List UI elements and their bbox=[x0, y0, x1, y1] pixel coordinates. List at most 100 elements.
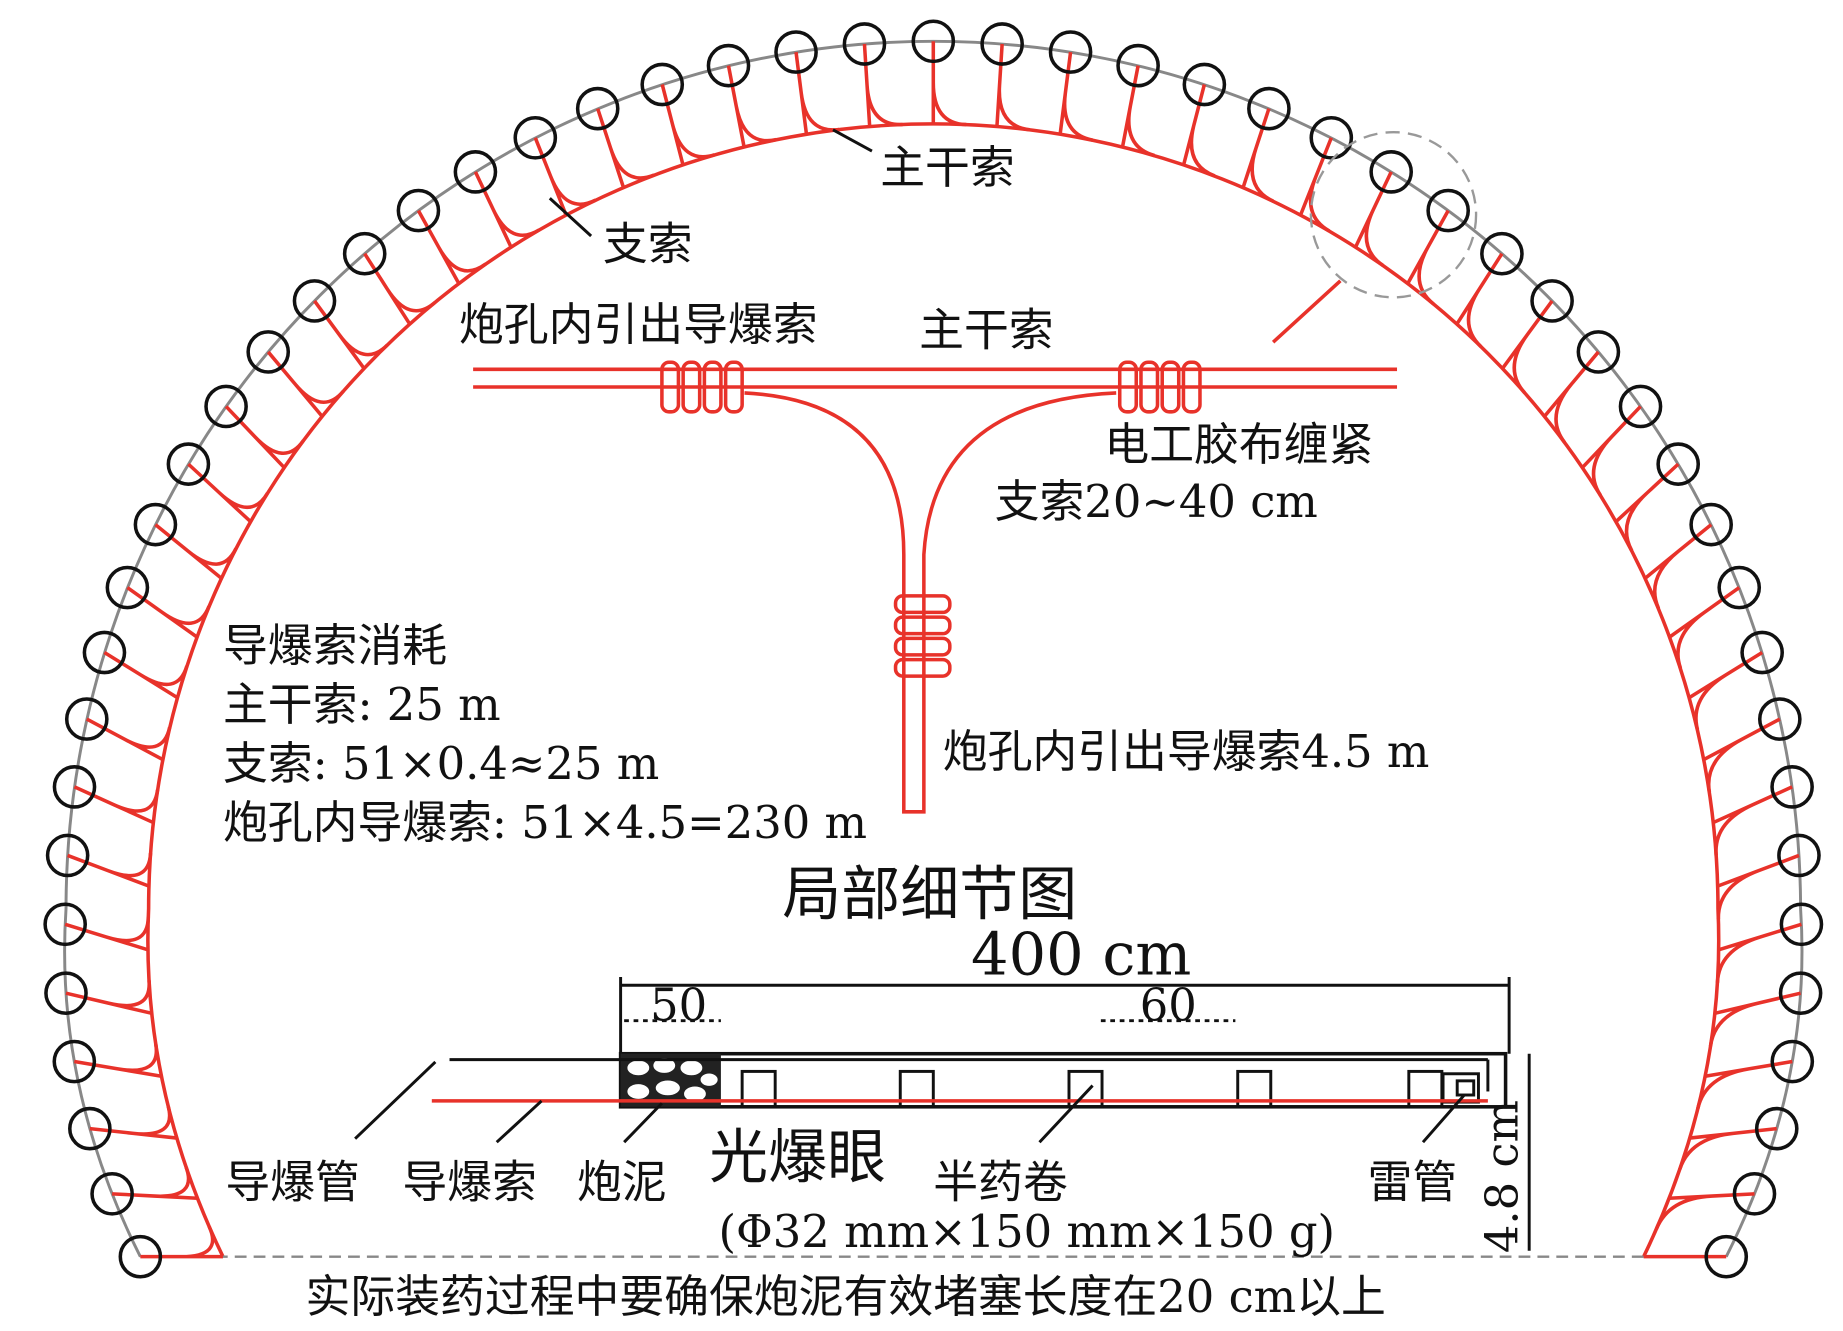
branch-cord bbox=[1241, 108, 1275, 203]
label-hole-lead-length: 炮孔内引出导爆索4.5 m bbox=[943, 725, 1430, 778]
blast-hole bbox=[82, 630, 127, 675]
blast-hole bbox=[133, 502, 178, 547]
blast-hole bbox=[842, 22, 887, 66]
branch-cord bbox=[1708, 991, 1802, 1047]
branch-cord bbox=[112, 1166, 198, 1201]
label-cartridge-spec: (Φ32 mm×150 mm×150 g) bbox=[719, 1205, 1336, 1258]
branch-cord bbox=[89, 1105, 178, 1140]
blast-hole bbox=[1770, 765, 1814, 809]
blast-hole bbox=[52, 1039, 97, 1084]
length-total: 400 cm bbox=[971, 920, 1191, 989]
label-stemming: 炮泥 bbox=[577, 1156, 667, 1209]
detail-callout-circle bbox=[1309, 130, 1478, 299]
branch-cord bbox=[74, 1043, 162, 1079]
branch-cord bbox=[1678, 1126, 1777, 1171]
blast-hole bbox=[911, 19, 956, 64]
branch-cord bbox=[1455, 252, 1504, 348]
blast-hole bbox=[1754, 1106, 1799, 1151]
label-hole-lead-cord: 炮孔内引出导爆索 bbox=[459, 298, 818, 351]
consumption-title: 导爆索消耗 bbox=[223, 619, 447, 672]
borehole bbox=[618, 1051, 1508, 1109]
blast-hole bbox=[1740, 630, 1784, 675]
branch-cord bbox=[473, 171, 541, 248]
blast-hole bbox=[1656, 442, 1701, 486]
label-branch-cord: 支索 bbox=[603, 218, 693, 271]
blast-hole bbox=[453, 150, 498, 194]
blast-hole bbox=[706, 43, 751, 88]
blast-hole bbox=[1369, 150, 1414, 194]
branch-cord bbox=[726, 65, 777, 148]
tape-wrap-left bbox=[660, 360, 744, 414]
branch-cord bbox=[862, 43, 903, 127]
consumption-branch: 支索: 51×0.4≈25 m bbox=[223, 737, 659, 790]
branch-cord bbox=[1668, 586, 1741, 669]
branch-cord bbox=[1581, 405, 1642, 497]
branch-cord bbox=[187, 462, 269, 523]
label-half-cartridge: 半药卷 bbox=[933, 1156, 1067, 1209]
branch-cord bbox=[64, 916, 151, 952]
label-detonating-tube: 导爆管 bbox=[225, 1156, 360, 1209]
branch-cord bbox=[1298, 137, 1333, 233]
blast-hole bbox=[1116, 43, 1160, 88]
branch-cord bbox=[1696, 1059, 1793, 1109]
blast-hole bbox=[1480, 231, 1524, 276]
label-diameter: 4.8 cm bbox=[1475, 1100, 1528, 1253]
tape-wrap-right bbox=[1117, 360, 1202, 414]
blast-hole bbox=[1717, 565, 1762, 610]
blast-hole bbox=[204, 384, 248, 429]
branch-cord bbox=[1715, 922, 1802, 983]
blast-hole bbox=[1182, 62, 1227, 107]
label-main-cord-detail: 主干索 bbox=[919, 304, 1054, 357]
branch-cord bbox=[266, 350, 345, 418]
blast-hole bbox=[52, 765, 97, 809]
blast-hole bbox=[1309, 115, 1354, 160]
branch-cord bbox=[154, 523, 238, 580]
branch-cord bbox=[313, 299, 389, 370]
blast-hole bbox=[246, 330, 291, 374]
blast-hole bbox=[105, 565, 150, 610]
branch-cord bbox=[1058, 51, 1094, 142]
blast-hole bbox=[1689, 502, 1733, 547]
footer-note: 实际装药过程中要确保炮泥有效堵塞长度在20 cm以上 bbox=[306, 1270, 1386, 1323]
blast-hole bbox=[640, 62, 685, 107]
blast-hole bbox=[68, 1106, 112, 1151]
detail-title: 局部细节图 bbox=[782, 859, 1077, 928]
branch-cord bbox=[660, 84, 715, 166]
blast-hole bbox=[1048, 30, 1093, 74]
tunnel-outline bbox=[63, 39, 1804, 1258]
branch-cord bbox=[931, 41, 967, 127]
blast-hole bbox=[396, 188, 441, 233]
blast-hole bbox=[90, 1172, 134, 1216]
dim-stemming: 50 bbox=[650, 979, 707, 1032]
label-tape-wrap: 电工胶布缠紧 bbox=[1104, 418, 1373, 471]
branch-cord bbox=[1614, 462, 1680, 552]
t-junction-detail bbox=[473, 360, 1398, 814]
half-cartridges bbox=[740, 1069, 1480, 1109]
blast-hole bbox=[575, 86, 620, 131]
branch-cord bbox=[67, 852, 153, 888]
blast-hole bbox=[1732, 1172, 1777, 1216]
blast-hole bbox=[980, 22, 1024, 66]
label-main-cord-top: 主干索 bbox=[880, 141, 1015, 194]
label-detonating-cord: 导爆索 bbox=[402, 1156, 537, 1209]
blast-hole bbox=[44, 971, 88, 1015]
branch-cord bbox=[73, 785, 160, 825]
blast-hole bbox=[1757, 697, 1802, 741]
borehole-detail: 50 60 bbox=[354, 977, 1531, 1251]
branch-cord bbox=[1406, 209, 1450, 306]
branch-cord bbox=[363, 252, 436, 326]
blast-hole bbox=[1777, 833, 1821, 878]
branch-cord bbox=[1120, 65, 1155, 158]
branch-cord bbox=[85, 717, 172, 762]
branch-cord bbox=[1712, 785, 1793, 856]
branch-cord bbox=[1654, 1192, 1755, 1230]
label-detonator: 雷管 bbox=[1368, 1156, 1458, 1209]
blast-hole bbox=[1778, 971, 1823, 1015]
callout-leader bbox=[1271, 279, 1342, 344]
branch-cord bbox=[140, 1225, 223, 1259]
consumption-hole: 炮孔内导爆索: 51×4.5=230 m bbox=[223, 796, 867, 849]
branch-cord bbox=[1353, 171, 1393, 267]
blast-hole bbox=[342, 231, 387, 276]
